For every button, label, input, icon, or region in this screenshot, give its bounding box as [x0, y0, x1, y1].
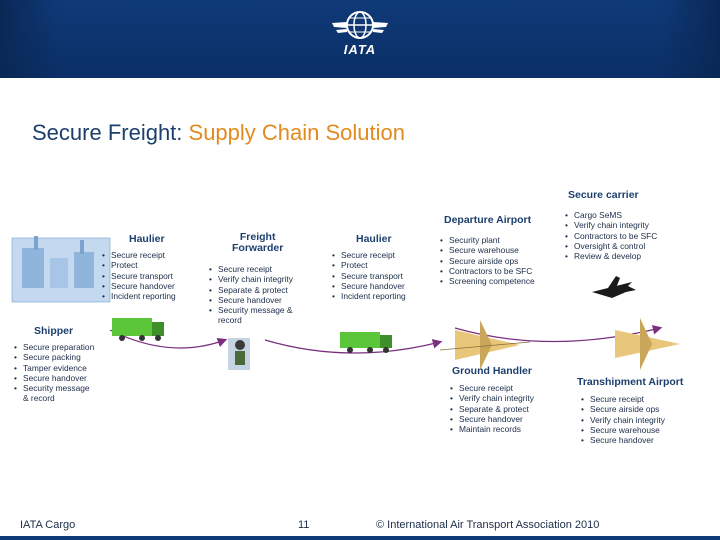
worker-icon	[228, 338, 250, 370]
list-item: Contractors to be SFC	[440, 266, 535, 276]
list-item: Secure warehouse	[581, 425, 665, 435]
list-item: Secure handover	[450, 414, 534, 424]
departure-airport-list: Security plant Secure warehouse Secure a…	[440, 235, 535, 286]
list-item: Maintain records	[450, 424, 534, 434]
haulier-list-2: Secure receipt Protect Secure transport …	[332, 250, 406, 301]
list-item: Screening competence	[440, 276, 535, 286]
list-item: Security plant	[440, 235, 535, 245]
list-item: Incident reporting	[332, 291, 406, 301]
list-item: Secure warehouse	[440, 245, 535, 255]
haulier-label-1: Haulier	[129, 233, 165, 245]
iata-logo: IATA	[330, 8, 390, 64]
globe-icon	[332, 11, 388, 39]
freight-forwarder-label: Freight Forwarder	[232, 232, 283, 254]
list-item: Verify chain integrity	[565, 220, 657, 230]
header-banner: IATA	[0, 0, 720, 78]
list-item: Secure receipt	[209, 264, 293, 274]
footer-left-label: IATA Cargo	[20, 519, 76, 531]
list-item: Tamper evidence	[14, 363, 94, 373]
truck-icon-1	[112, 318, 164, 341]
list-item: Verify chain integrity	[209, 274, 293, 284]
list-item: Secure transport	[332, 271, 406, 281]
list-item: Contractors to be SFC	[565, 231, 657, 241]
list-item: Separate & protect	[209, 285, 293, 295]
header-shade-right	[660, 0, 720, 78]
list-item: Secure handover	[581, 435, 665, 445]
haulier-list-1: Secure receipt Protect Secure transport …	[102, 250, 176, 301]
footer-rule	[0, 536, 720, 540]
list-item: Secure packing	[14, 352, 94, 362]
list-item: Verify chain integrity	[450, 393, 534, 403]
list-item: Secure handover	[332, 281, 406, 291]
shipper-label: Shipper	[34, 325, 74, 337]
secure-carrier-label: Secure carrier	[568, 189, 639, 201]
list-item: Secure receipt	[332, 250, 406, 260]
page-number: 11	[298, 519, 310, 531]
list-item-continuation: record	[218, 315, 242, 326]
truck-icon-2	[340, 332, 392, 353]
title-main: Secure Freight:	[32, 120, 189, 145]
transhipment-airport-label: Transhipment Airport	[577, 376, 684, 388]
list-item: Secure transport	[102, 271, 176, 281]
logo-wordmark: IATA	[343, 42, 377, 57]
list-item: Secure handover	[102, 281, 176, 291]
aircraft-transhipment-icon	[615, 318, 680, 370]
shipper-list: Secure preparation Secure packing Tamper…	[14, 342, 94, 404]
list-item: Secure handover	[14, 373, 94, 383]
freight-forwarder-label-line1: Freight	[239, 231, 276, 243]
haulier-label-2: Haulier	[356, 233, 392, 245]
departure-airport-label: Departure Airport	[444, 214, 532, 226]
transhipment-airport-list: Secure receipt Secure airside ops Verify…	[581, 394, 665, 445]
list-item: Secure airside ops	[581, 404, 665, 414]
flow-arrow-to-transhipment	[454, 325, 663, 343]
list-item: Secure receipt	[102, 250, 176, 260]
list-item: Secure preparation	[14, 342, 94, 352]
freight-forwarder-list: Secure receipt Verify chain integrity Se…	[209, 264, 293, 326]
list-item: Secure handover	[209, 295, 293, 305]
title-accent: Supply Chain Solution	[188, 120, 405, 145]
factory-icon	[11, 236, 111, 303]
list-item: Cargo SeMS	[565, 210, 657, 220]
list-item: Secure airside ops	[440, 256, 535, 266]
list-item: Separate & protect	[450, 404, 534, 414]
ground-handler-label: Ground Handler	[452, 365, 532, 377]
list-item: Secure receipt	[581, 394, 665, 404]
list-item: Protect	[102, 260, 176, 270]
list-item: Verify chain integrity	[581, 415, 665, 425]
list-item: Protect	[332, 260, 406, 270]
header-shade-left	[0, 0, 60, 78]
list-item-continuation: & record	[23, 393, 55, 404]
list-item: Oversight & control	[565, 241, 657, 251]
freight-forwarder-label-line2: Forwarder	[232, 242, 284, 254]
secure-carrier-list: Cargo SeMS Verify chain integrity Contra…	[565, 210, 657, 261]
slide-title: Secure Freight: Supply Chain Solution	[32, 120, 405, 146]
flow-arrow-forwarder-to-ground	[264, 339, 443, 354]
list-item: Review & develop	[565, 251, 657, 261]
list-item: Secure receipt	[450, 383, 534, 393]
list-item: Security message	[14, 383, 94, 393]
copyright-notice: © International Air Transport Associatio…	[376, 519, 600, 531]
aircraft-ground-icon	[439, 320, 531, 370]
airplane-icon	[592, 276, 636, 298]
list-item: Incident reporting	[102, 291, 176, 301]
ground-handler-list: Secure receipt Verify chain integrity Se…	[450, 383, 534, 434]
list-item: Security message &	[209, 305, 293, 315]
